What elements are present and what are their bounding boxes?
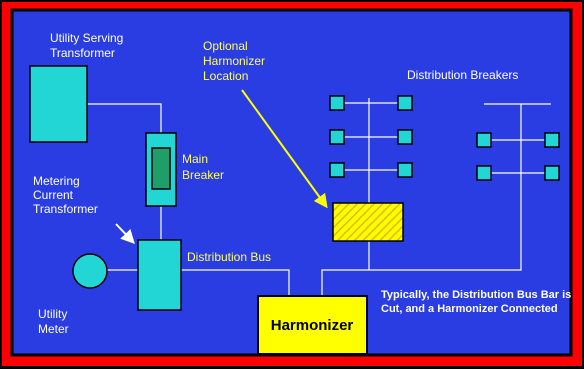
metering-current-transformer-label: Metering Current Transformer [33,174,98,216]
main-breaker-label: Main Breaker [182,152,224,182]
utility-meter-label: Utility Meter [38,307,71,336]
optional-location-pointer-arrow [241,89,328,209]
harmonizer-label: Harmonizer [271,317,354,334]
breaker-square-icon [329,162,345,178]
main-breaker-contact [151,147,171,190]
breaker-square-icon [544,132,560,148]
breaker-square-icon [397,129,413,145]
optional-harmonizer-location [332,202,404,242]
optional-harmonizer-location-label: Optional Harmonizer Location [203,39,268,83]
wires [87,98,551,296]
breaker-square-icon [476,132,492,148]
harmonizer-box [257,295,368,355]
breaker-group-right [476,132,560,181]
metering-ct-pointer-arrow [115,223,135,245]
utility-serving-transformer [29,65,88,143]
breaker-square-icon [397,162,413,178]
breaker-square-icon [397,95,413,111]
breaker-square-icon [329,129,345,145]
utility-serving-transformer-label: Utility Serving Transformer [50,31,127,60]
breaker-group-left [329,95,413,178]
distribution-bus-label: Distribution Bus [187,250,271,264]
breaker-square-icon [544,165,560,181]
distribution-bus-box [137,239,182,311]
distribution-breakers-label: Distribution Breakers [407,68,518,82]
breaker-square-icon [476,165,492,181]
breaker-square-icon [329,95,345,111]
utility-meter-icon [72,253,108,289]
harmonizer-note: Typically, the Distribution Bus Bar is C… [381,289,574,315]
